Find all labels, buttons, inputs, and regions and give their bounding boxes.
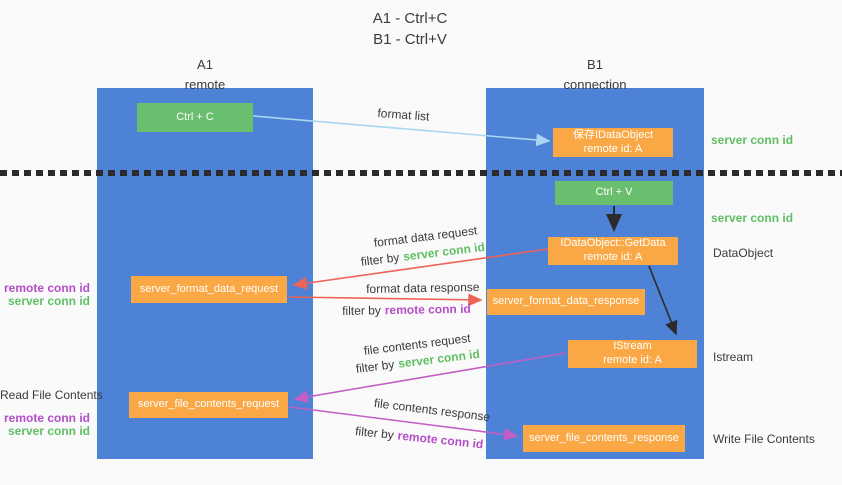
right-column-header: B1 connection xyxy=(535,55,655,94)
filter-by-text: filter by xyxy=(342,303,381,318)
right-server-conn-id-top: server conn id xyxy=(711,133,794,147)
node-save-idataobject-remote-id: remote id: A xyxy=(583,142,643,155)
title-line-b1: B1 - Ctrl+V xyxy=(373,31,447,48)
left-remote-conn-id-top: remote conn id xyxy=(3,281,90,295)
remote-conn-id-filter-value: remote conn id xyxy=(384,301,471,318)
node-ctrl-c-label: Ctrl + C xyxy=(176,110,214,123)
left-column-role: remote xyxy=(184,76,226,92)
node-save-idataobject: 保存IDataObject remote id: A xyxy=(553,128,673,157)
node-server-file-contents-request: server_file_contents_request xyxy=(129,392,288,418)
left-column-name: A1 xyxy=(197,57,213,72)
left-remote-conn-id-bottom: remote conn id xyxy=(3,411,90,425)
node-istream-title: IStream xyxy=(613,340,652,353)
node-ctrl-v: Ctrl + V xyxy=(555,181,673,205)
node-getdata-remote-id: remote id: A xyxy=(583,251,643,263)
file-contents-response-arrow xyxy=(289,406,519,441)
left-column-header: A1 remote xyxy=(145,55,265,94)
diagram-title: A1 - Ctrl+C B1 - Ctrl+V xyxy=(330,8,490,50)
right-server-conn-id-mid: server conn id xyxy=(711,211,794,225)
format-data-request-arrow xyxy=(292,248,549,290)
dotted-separator-line xyxy=(0,170,842,176)
right-column-role: connection xyxy=(563,76,627,92)
left-server-conn-id-top: server conn id xyxy=(7,294,90,308)
node-server-format-data-response: server_format_data_response xyxy=(487,289,645,315)
file-contents-request-arrow xyxy=(293,352,567,404)
right-column-name: B1 xyxy=(587,57,603,72)
node-file-request-label: server_file_contents_request xyxy=(137,398,280,411)
node-server-format-data-request: server_format_data_request xyxy=(131,276,287,303)
node-istream: IStream remote id: A xyxy=(568,340,697,368)
node-save-idataobject-title: 保存IDataObject xyxy=(572,128,654,141)
node-format-response-label: server_format_data_response xyxy=(492,295,640,308)
dataobject-label: DataObject xyxy=(713,246,774,260)
write-file-contents-label: Write File Contents xyxy=(713,432,815,446)
node-ctrl-c: Ctrl + C xyxy=(137,103,253,132)
title-line-a1: A1 - Ctrl+C xyxy=(372,10,448,27)
istream-side-label: Istream xyxy=(713,350,754,364)
getdata-to-istream-arrow xyxy=(648,265,678,336)
node-getdata-title: IDataObject::GetData xyxy=(560,237,666,250)
node-ctrl-v-label: Ctrl + V xyxy=(595,186,633,199)
node-format-request-label: server_format_data_request xyxy=(139,282,279,295)
format-data-response-arrow xyxy=(288,293,483,307)
node-istream-remote-id: remote id: A xyxy=(603,354,662,366)
node-idataobject-getdata: IDataObject::GetData remote id: A xyxy=(548,237,678,265)
format-data-response-label: format data response xyxy=(366,280,480,296)
left-server-conn-id-bottom: server conn id xyxy=(7,424,90,438)
format-list-arrow xyxy=(252,115,551,147)
read-file-contents-label: Read File Contents xyxy=(0,388,103,402)
node-server-file-contents-response: server_file_contents_response xyxy=(523,425,685,452)
node-file-response-label: server_file_contents_response xyxy=(529,431,679,444)
